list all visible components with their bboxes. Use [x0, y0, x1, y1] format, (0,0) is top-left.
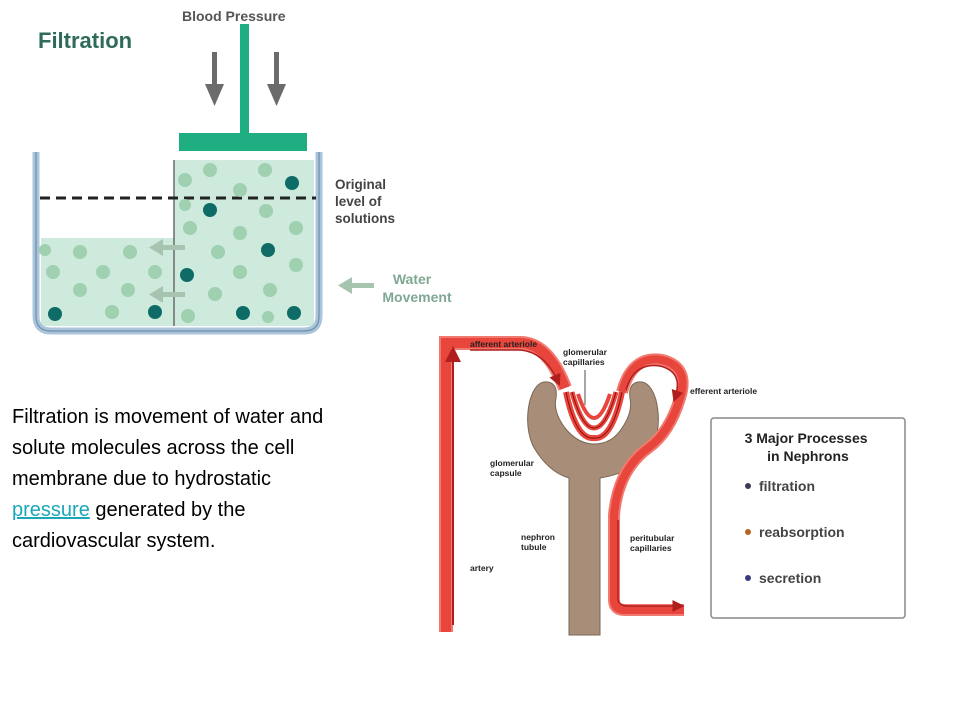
water-movement-label-line1: Water [393, 271, 432, 287]
peritubular-capillaries-label: peritubular capillaries [630, 533, 677, 553]
filtration-definition: Filtration is movement of water and solu… [12, 402, 342, 557]
artery-label: artery [470, 563, 494, 573]
original-level-label: Original level of solutions [335, 177, 395, 226]
legend-box [710, 417, 906, 619]
nephron-tubule-label-line2: tubule [521, 542, 547, 552]
efferent-arteriole-label: efferent arteriole [690, 386, 757, 396]
original-level-label-line2: level of [335, 194, 382, 209]
glomerular-capillaries [563, 391, 625, 441]
pressure-link[interactable]: pressure [12, 499, 90, 521]
afferent-arteriole-label: afferent arteriole [470, 339, 537, 349]
water-flow-arrow-upper [149, 239, 185, 256]
definition-text-start: Filtration is movement of water and solu… [12, 406, 324, 490]
glomerular-capsule-label-line2: capsule [490, 468, 522, 478]
glomerular-capillaries-label-line2: capillaries [563, 357, 605, 367]
water-movement-arrow [338, 277, 374, 294]
legend-title-line1: 3 Major Processes [745, 430, 868, 446]
reabsorption-dot [745, 529, 751, 535]
glomerular-capsule-label-line1: glomerular [490, 458, 535, 468]
legend-title-line2: in Nephrons [767, 448, 849, 464]
original-level-label-line3: solutions [335, 211, 395, 226]
artery-lumen [457, 360, 464, 632]
processes-legend: 3 Major Processes in Nephrons filtration… [710, 417, 906, 619]
page-title: Filtration [38, 28, 133, 53]
nephron-diagram: afferent arteriole glomerular capillarie… [439, 336, 906, 636]
original-level-label-line1: Original [335, 177, 386, 192]
water-movement-label: Water Movement [382, 271, 452, 305]
beaker-diagram: Blood Pressure [32, 8, 452, 335]
solute-molecules [39, 163, 303, 323]
legend-item-filtration: filtration [759, 478, 815, 494]
piston [179, 24, 307, 151]
legend-item-secretion: secretion [759, 570, 821, 586]
filtration-dot [745, 483, 751, 489]
water-flow-arrow-lower [149, 286, 185, 303]
blood-pressure-label: Blood Pressure [182, 8, 286, 24]
pressure-arrow-right [267, 52, 286, 106]
glomerular-capsule-label: glomerular capsule [490, 458, 536, 478]
water-movement-label-line2: Movement [382, 289, 452, 305]
nephron-tubule-label: nephron tubule [521, 532, 557, 552]
definition-text-end: generated by the cardiovascular system. [12, 499, 246, 552]
glomerular-capillaries-label: glomerular capillaries [563, 347, 609, 367]
glomerular-capillaries-label-line1: glomerular [563, 347, 608, 357]
secretion-dot [745, 575, 751, 581]
nephron-tubule-label-line1: nephron [521, 532, 555, 542]
legend-title: 3 Major Processes in Nephrons [745, 430, 872, 464]
peritubular-capillaries-label-line1: peritubular [630, 533, 675, 543]
legend-item-reabsorption: reabsorption [759, 524, 845, 540]
peritubular-capillaries-label-line2: capillaries [630, 543, 672, 553]
glomerular-capsule-and-tubule [527, 381, 659, 636]
pressure-arrow-left [205, 52, 224, 106]
